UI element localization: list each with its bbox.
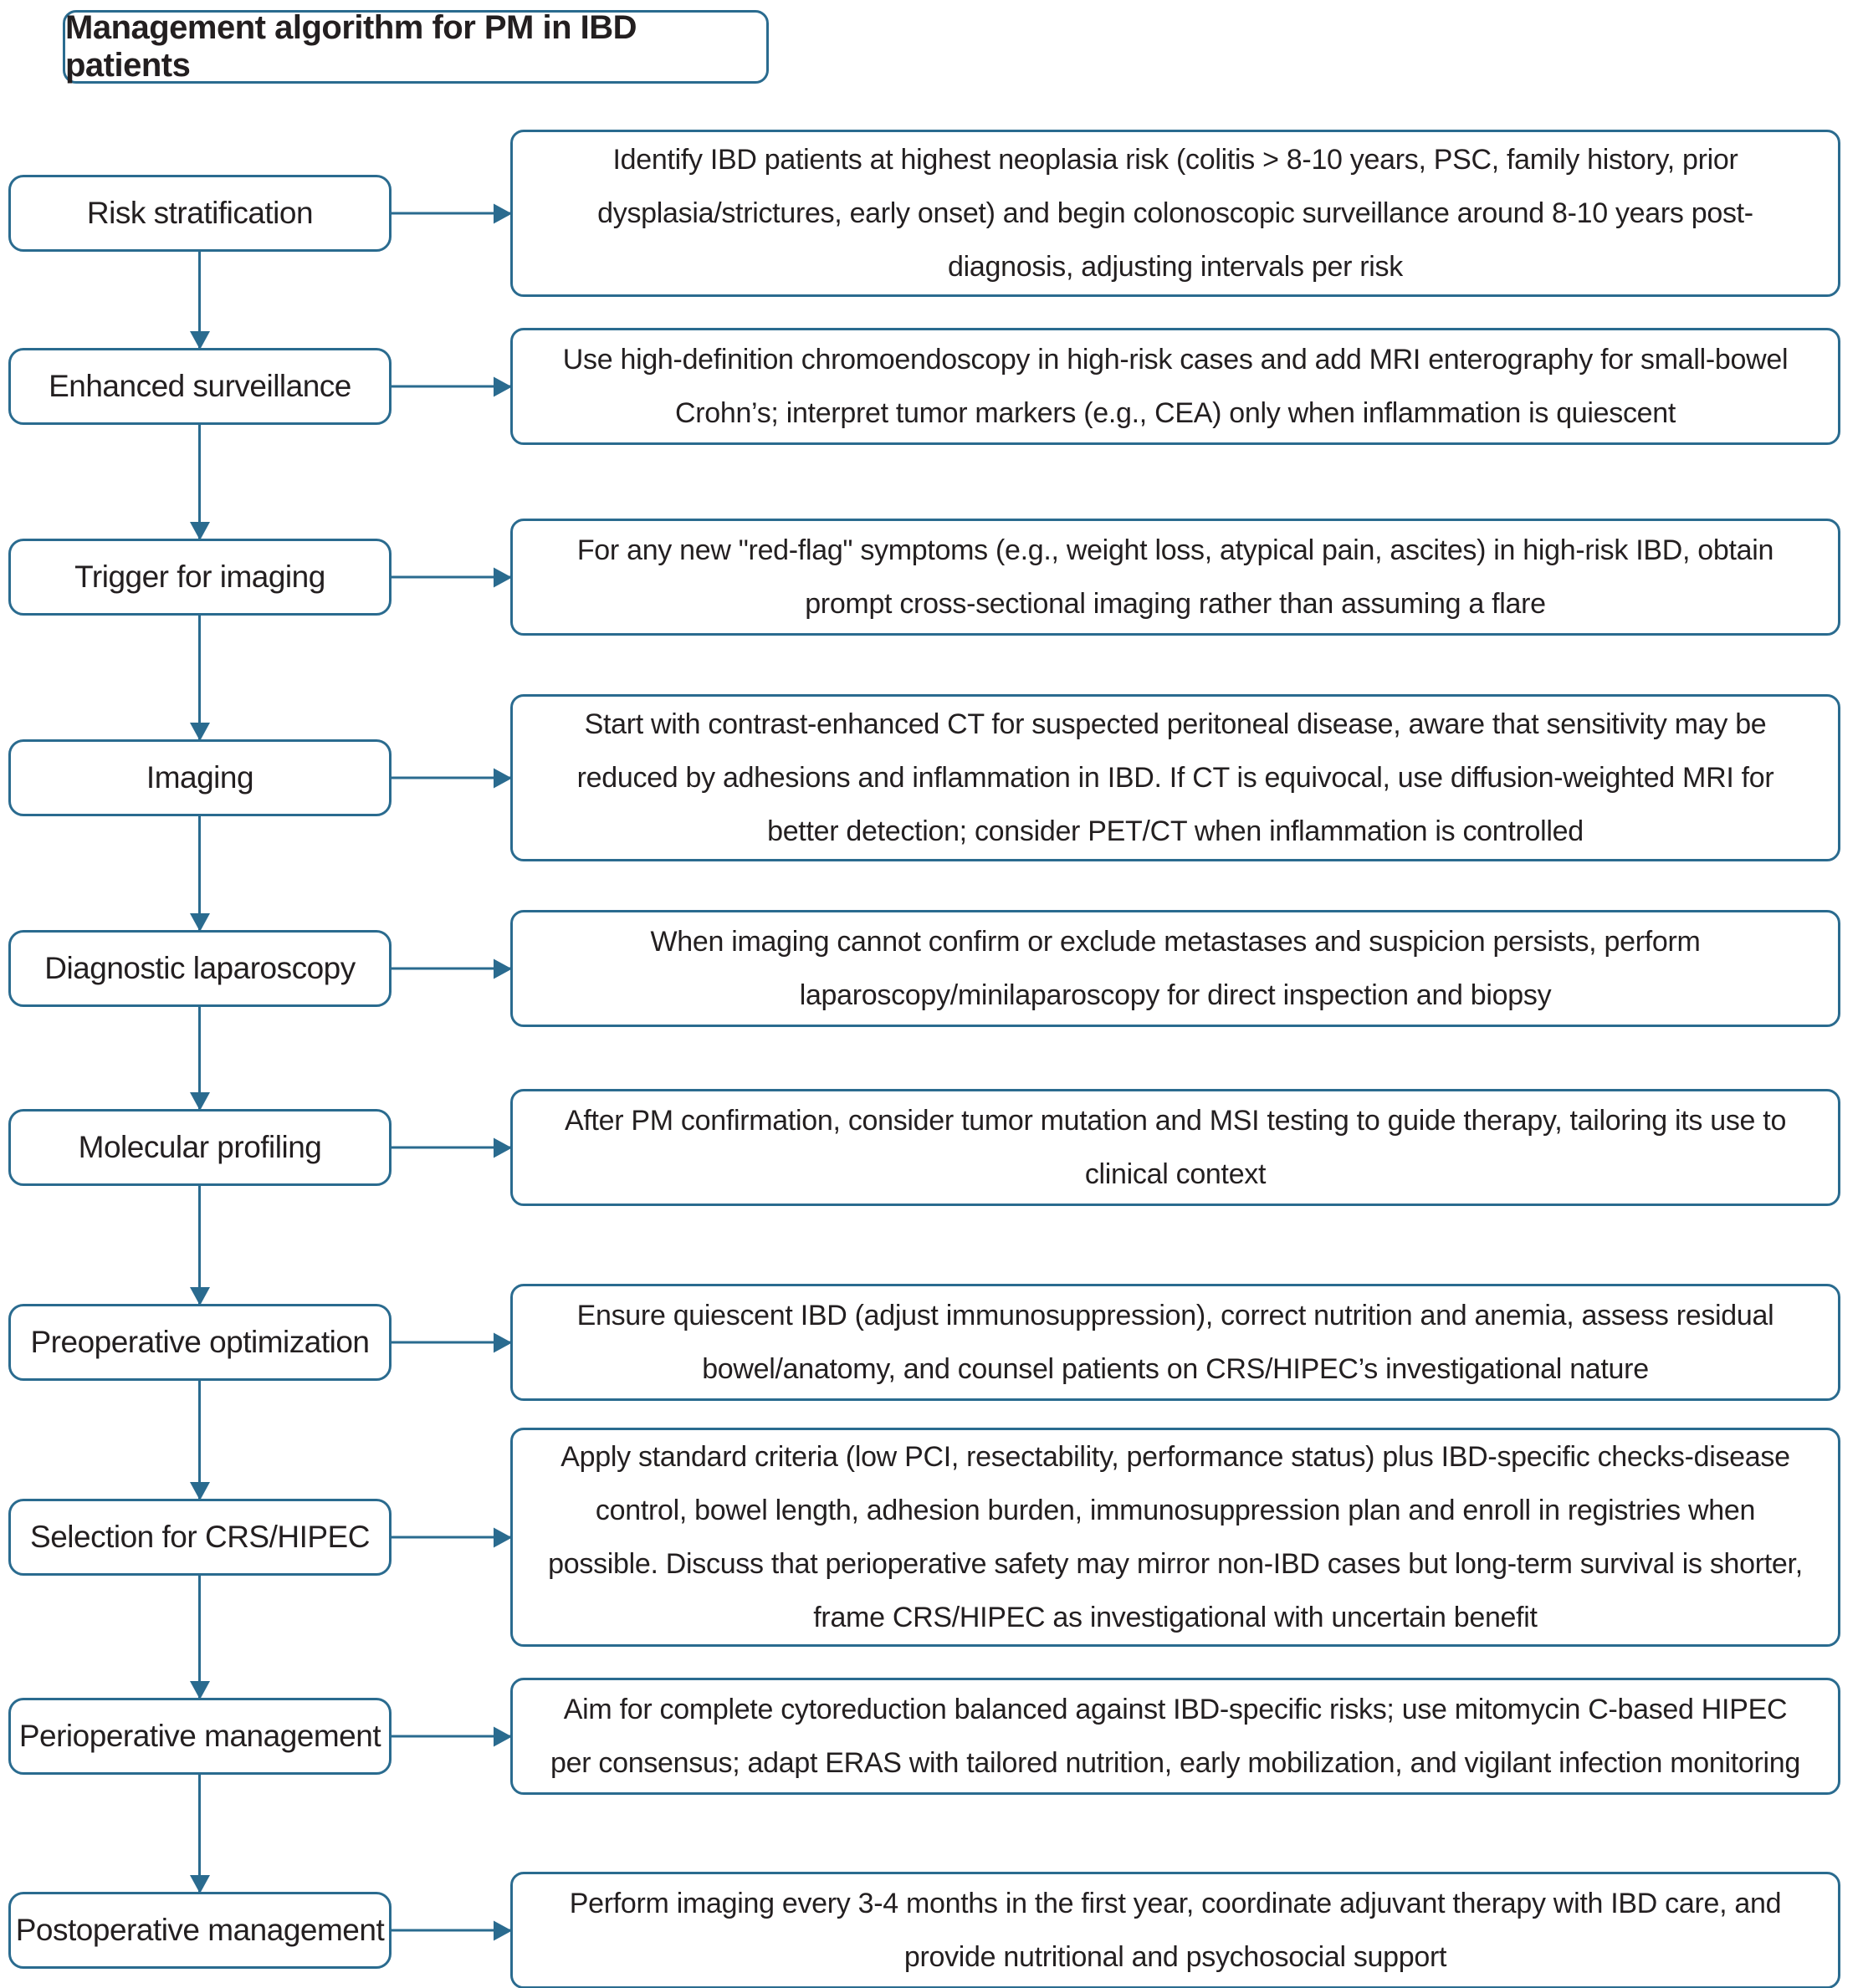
down-arrow — [198, 616, 201, 739]
step-box-postoperative-management: Postoperative management — [8, 1892, 392, 1969]
down-arrow — [198, 1775, 201, 1892]
step-box-preoperative-optimization: Preoperative optimization — [8, 1304, 392, 1381]
down-arrow — [198, 425, 201, 539]
step-box-imaging: Imaging — [8, 739, 392, 816]
step-description-text: Perform imaging every 3-4 months in the … — [569, 1888, 1782, 1973]
step-label: Trigger for imaging — [74, 560, 325, 594]
right-arrow — [392, 1341, 510, 1344]
step-label: Molecular profiling — [78, 1130, 322, 1164]
step-label: Enhanced surveillance — [49, 369, 351, 403]
step-description-postoperative-management: Perform imaging every 3-4 months in the … — [510, 1872, 1840, 1988]
step-box-risk-stratification: Risk stratification — [8, 175, 392, 252]
step-description-imaging: Start with contrast-enhanced CT for susp… — [510, 694, 1840, 861]
step-box-selection-for-crs-hipec: Selection for CRS/HIPEC — [8, 1499, 392, 1576]
step-box-diagnostic-laparoscopy: Diagnostic laparoscopy — [8, 930, 392, 1007]
step-description-text: When imaging cannot confirm or exclude m… — [650, 926, 1701, 1011]
step-description-enhanced-surveillance: Use high-definition chromoendoscopy in h… — [510, 328, 1840, 445]
step-box-trigger-for-imaging: Trigger for imaging — [8, 539, 392, 616]
step-label: Diagnostic laparoscopy — [44, 951, 356, 985]
down-arrow — [198, 1007, 201, 1109]
right-arrow — [392, 1735, 510, 1738]
right-arrow — [392, 1536, 510, 1539]
diagram-title: Management algorithm for PM in IBD patie… — [65, 9, 637, 84]
step-label: Preoperative optimization — [30, 1325, 371, 1359]
down-arrow — [198, 1576, 201, 1698]
step-description-text: Ensure quiescent IBD (adjust immunosuppr… — [576, 1300, 1774, 1385]
step-label: Selection for CRS/HIPEC — [30, 1520, 370, 1554]
right-arrow — [392, 385, 510, 388]
right-arrow — [392, 1146, 510, 1149]
down-arrow — [198, 252, 201, 348]
step-box-enhanced-surveillance: Enhanced surveillance — [8, 348, 392, 425]
step-description-diagnostic-laparoscopy: When imaging cannot confirm or exclude m… — [510, 910, 1840, 1027]
step-description-text: Use high-definition chromoendoscopy in h… — [562, 344, 1789, 429]
step-box-molecular-profiling: Molecular profiling — [8, 1109, 392, 1186]
step-description-preoperative-optimization: Ensure quiescent IBD (adjust immunosuppr… — [510, 1284, 1840, 1401]
step-description-text: Identify IBD patients at highest neoplas… — [597, 144, 1753, 283]
right-arrow — [392, 776, 510, 779]
step-description-risk-stratification: Identify IBD patients at highest neoplas… — [510, 130, 1840, 297]
step-description-text: After PM confirmation, consider tumor mu… — [564, 1105, 1787, 1190]
step-label: Perioperative management — [18, 1719, 381, 1753]
step-label: Postoperative management — [15, 1913, 385, 1947]
step-description-text: Apply standard criteria (low PCI, resect… — [548, 1441, 1803, 1633]
down-arrow — [198, 816, 201, 930]
step-description-text: Start with contrast-enhanced CT for susp… — [576, 708, 1774, 847]
step-label: Imaging — [146, 760, 254, 795]
step-description-perioperative-management: Aim for complete cytoreduction balanced … — [510, 1678, 1840, 1795]
right-arrow — [392, 1929, 510, 1932]
step-box-perioperative-management: Perioperative management — [8, 1698, 392, 1775]
right-arrow — [392, 967, 510, 970]
step-label: Risk stratification — [86, 196, 314, 230]
step-description-text: For any new "red-flag" symptoms (e.g., w… — [576, 534, 1774, 620]
down-arrow — [198, 1186, 201, 1304]
step-description-molecular-profiling: After PM confirmation, consider tumor mu… — [510, 1089, 1840, 1206]
diagram-title-box: Management algorithm for PM in IBD patie… — [63, 9, 769, 84]
down-arrow — [198, 1381, 201, 1499]
step-description-text: Aim for complete cytoreduction balanced … — [550, 1694, 1800, 1779]
right-arrow — [392, 212, 510, 215]
right-arrow — [392, 575, 510, 579]
step-description-selection-for-crs-hipec: Apply standard criteria (low PCI, resect… — [510, 1428, 1840, 1647]
step-description-trigger-for-imaging: For any new "red-flag" symptoms (e.g., w… — [510, 519, 1840, 636]
